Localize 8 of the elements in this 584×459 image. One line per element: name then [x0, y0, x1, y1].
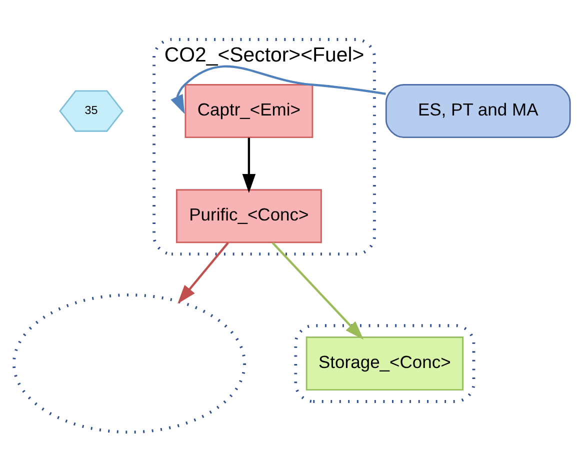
node-box: Purific_<Conc>	[176, 188, 322, 243]
node-box: Storage_<Conc>	[306, 336, 464, 390]
cluster	[294, 324, 476, 402]
arrow	[170, 64, 386, 114]
arrow	[242, 137, 256, 193]
node-box: ES, PT and MA	[385, 84, 571, 138]
node-box: Captr_<Emi>	[184, 84, 314, 138]
node-ellipse	[12, 293, 246, 434]
